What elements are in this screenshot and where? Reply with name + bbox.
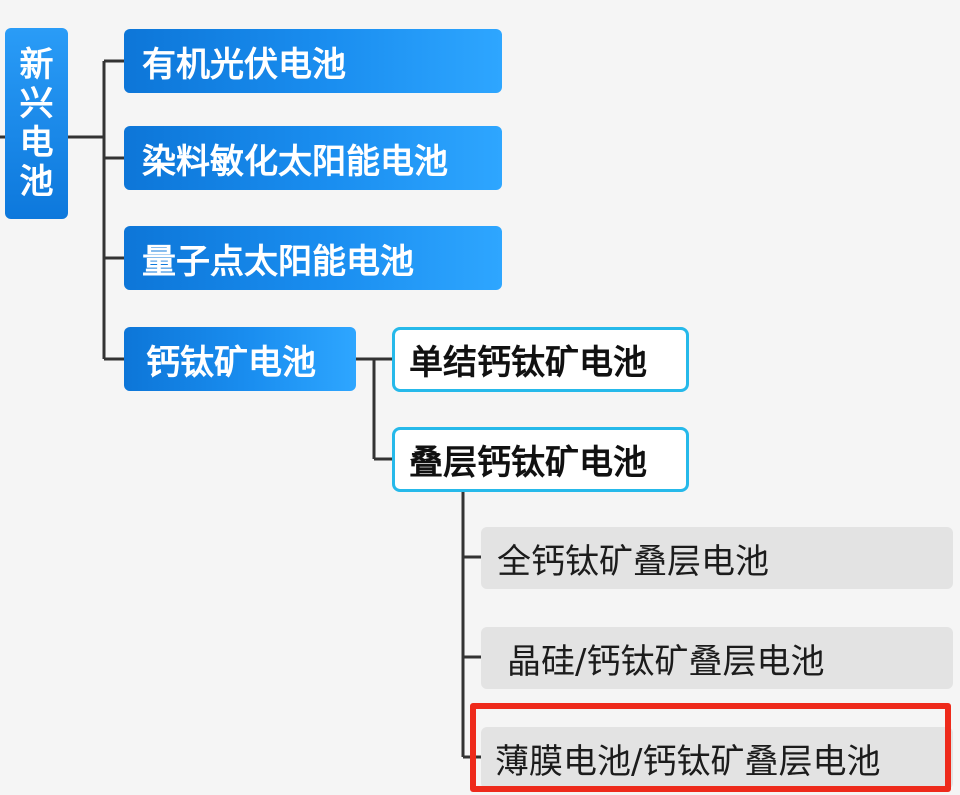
node-thin-film-tandem[interactable]: 薄膜电池/钙钛矿叠层电池 bbox=[481, 727, 953, 789]
node-perovskite[interactable]: 钙钛矿电池 bbox=[124, 327, 356, 391]
node-perovskite-label: 钙钛矿电池 bbox=[146, 342, 316, 383]
node-crystalline-si-tandem-label: 晶硅/钙钛矿叠层电池 bbox=[507, 641, 825, 682]
root-char-4: 池 bbox=[19, 161, 54, 202]
node-single-junction[interactable]: 单结钙钛矿电池 bbox=[392, 327, 689, 392]
node-all-perovskite-tandem[interactable]: 全钙钛矿叠层电池 bbox=[481, 527, 953, 589]
node-quantum-dot-label: 量子点太阳能电池 bbox=[142, 241, 414, 282]
root-node-emerging-batteries[interactable]: 新 兴 电 池 bbox=[5, 28, 68, 219]
node-tandem-label: 叠层钙钛矿电池 bbox=[409, 443, 647, 483]
highlight-box bbox=[470, 703, 951, 792]
root-char-3: 电 bbox=[19, 122, 54, 163]
node-dye-sensitized-label: 染料敏化太阳能电池 bbox=[142, 141, 448, 182]
node-crystalline-si-tandem[interactable]: 晶硅/钙钛矿叠层电池 bbox=[481, 627, 953, 689]
node-quantum-dot[interactable]: 量子点太阳能电池 bbox=[124, 226, 502, 290]
node-dye-sensitized[interactable]: 染料敏化太阳能电池 bbox=[124, 126, 502, 190]
node-organic-pv-label: 有机光伏电池 bbox=[142, 44, 346, 85]
node-thin-film-tandem-label: 薄膜电池/钙钛矿叠层电池 bbox=[495, 741, 881, 782]
root-char-2: 兴 bbox=[19, 83, 54, 124]
node-organic-pv[interactable]: 有机光伏电池 bbox=[124, 29, 502, 93]
root-char-1: 新 bbox=[19, 44, 54, 85]
node-tandem[interactable]: 叠层钙钛矿电池 bbox=[392, 427, 689, 492]
node-single-junction-label: 单结钙钛矿电池 bbox=[409, 343, 647, 383]
node-all-perovskite-tandem-label: 全钙钛矿叠层电池 bbox=[497, 541, 769, 582]
